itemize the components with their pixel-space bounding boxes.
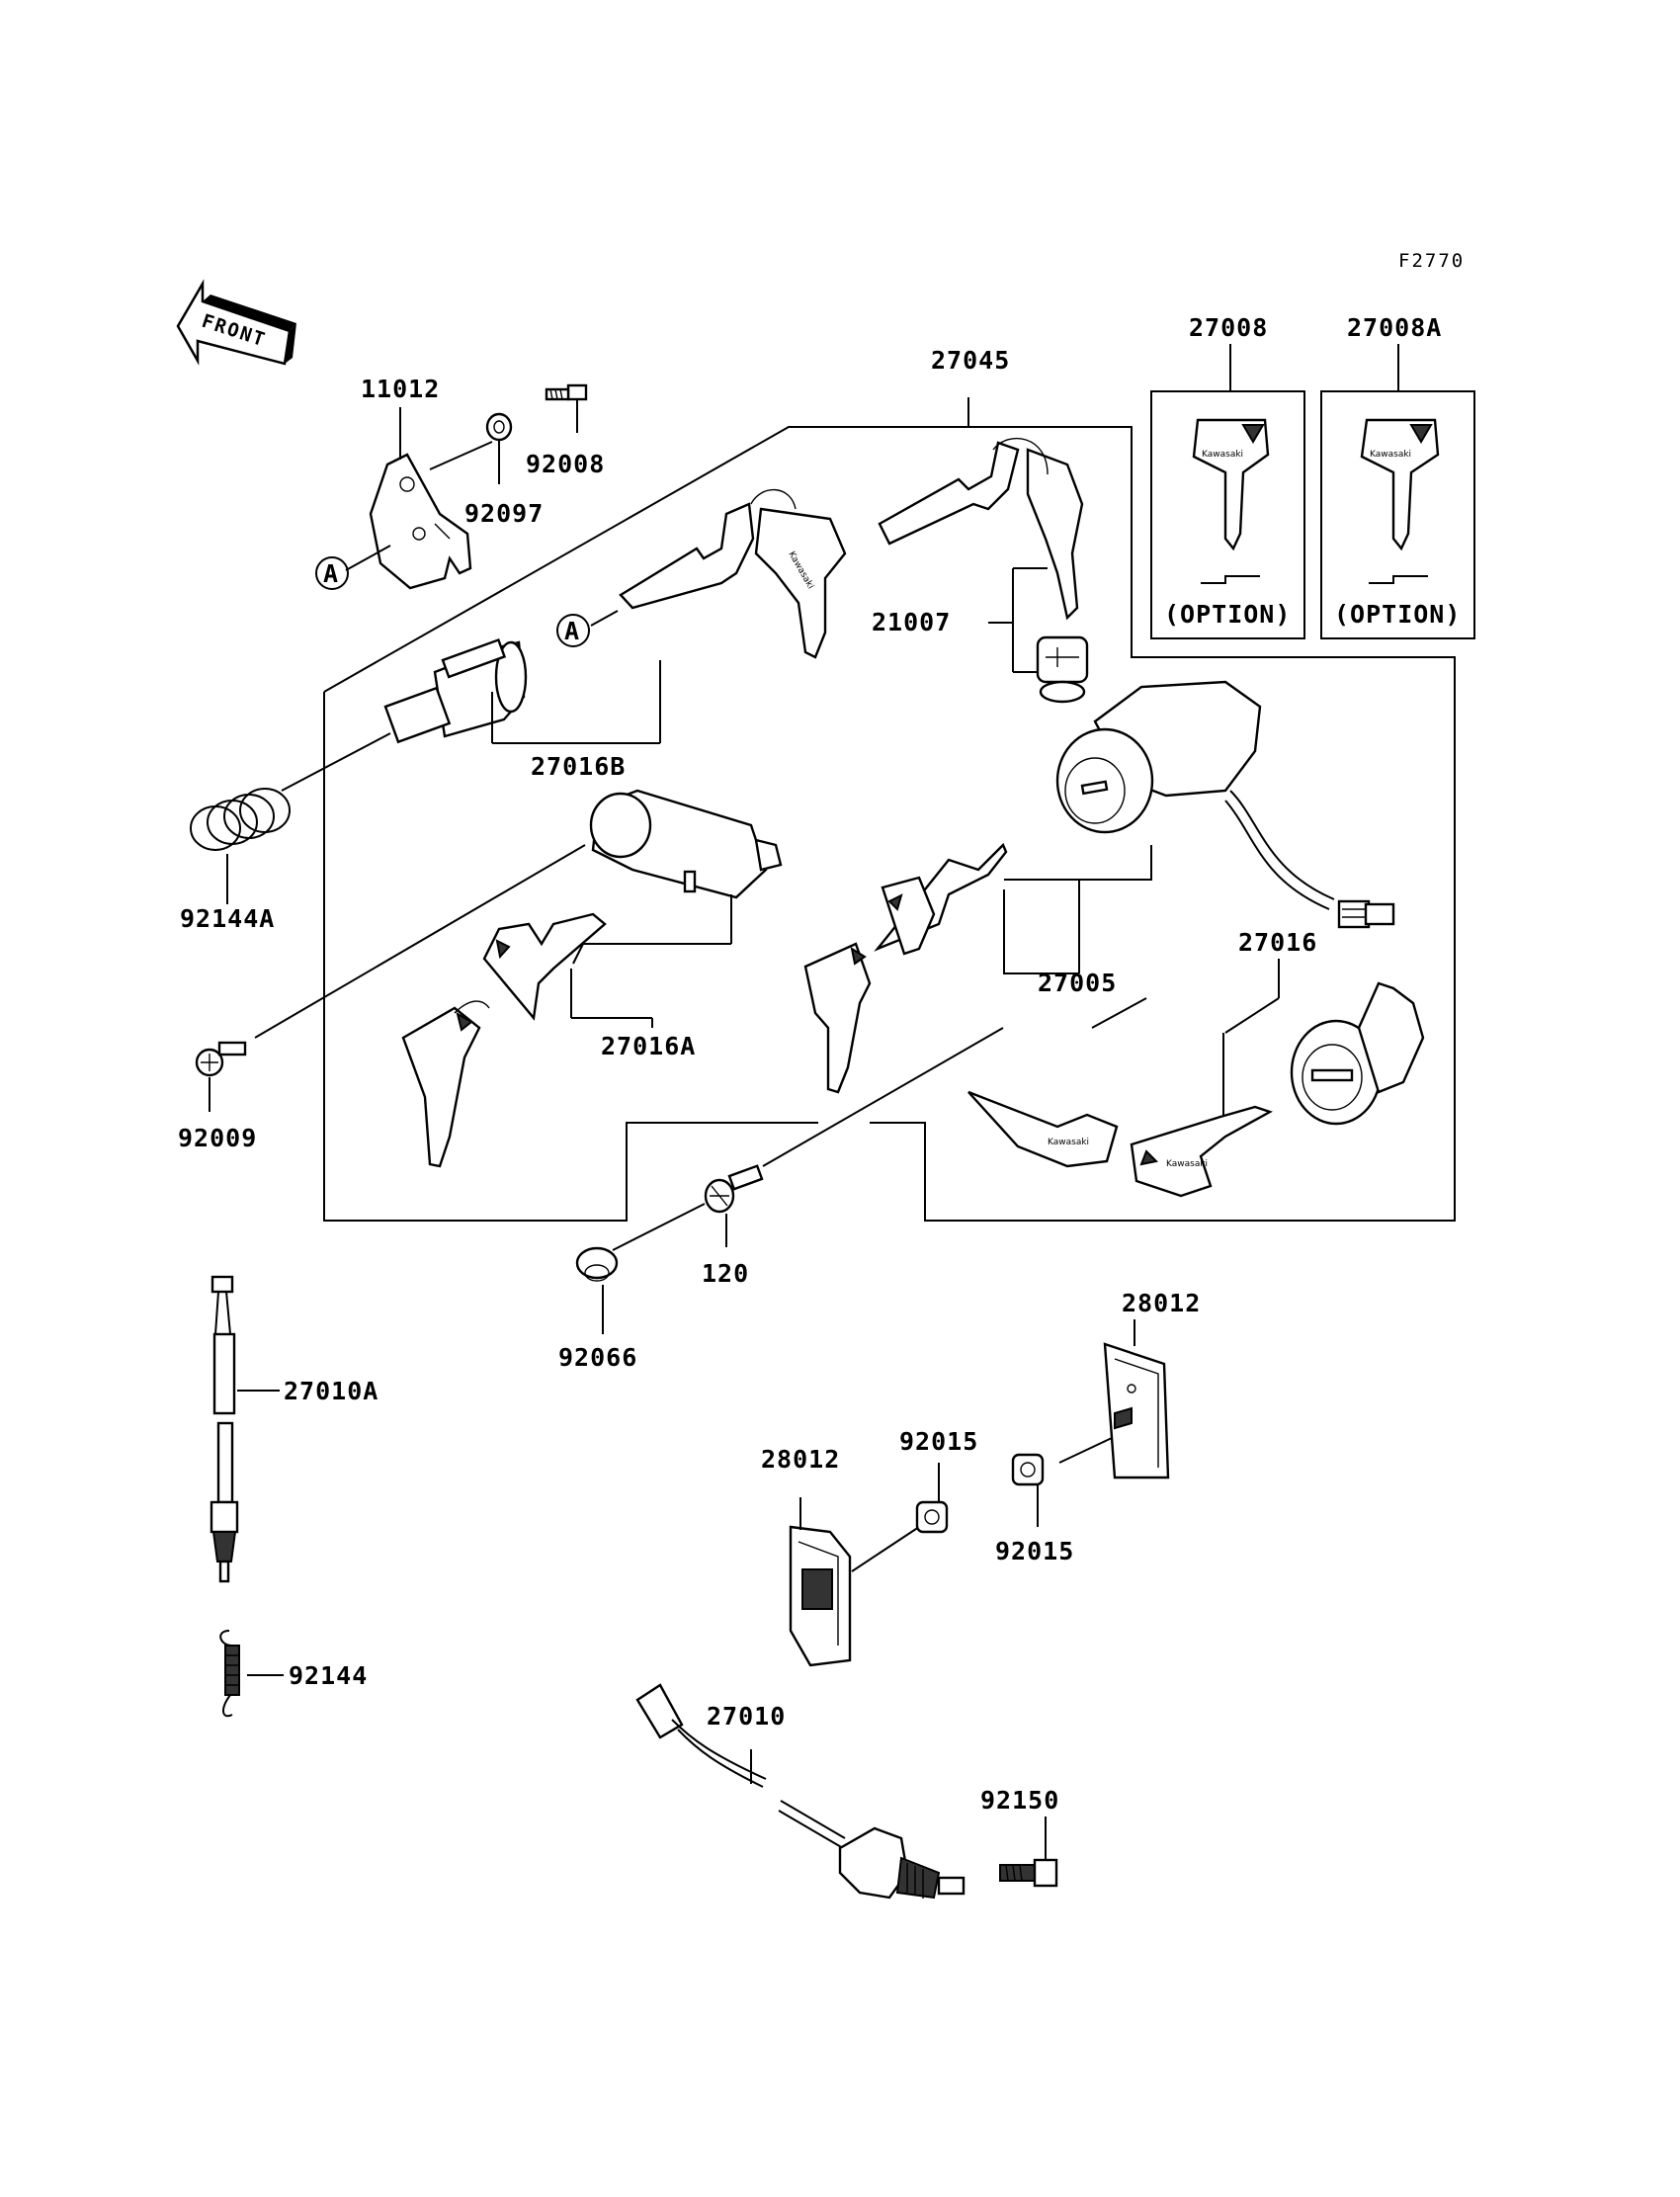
option-box-27008A: Kawasaki <box>1320 344 1475 639</box>
label-27045: 27045 <box>931 346 1010 375</box>
keys-27016B: Kawasaki <box>619 488 847 659</box>
option-label-27008A: (OPTION) <box>1334 600 1461 629</box>
label-27010A: 27010A <box>284 1377 378 1405</box>
callout-a-left: A <box>315 556 349 590</box>
assembly-outline <box>323 426 1456 1222</box>
keys-27045 <box>878 397 1084 673</box>
label-92097: 92097 <box>464 499 544 528</box>
screw-120 <box>612 1027 1004 1251</box>
svg-text:Kawasaki: Kawasaki <box>1048 1138 1089 1147</box>
figure-code: F2770 <box>1398 250 1465 272</box>
label-27008A: 27008A <box>1347 313 1442 342</box>
svg-text:A: A <box>323 559 339 588</box>
label-27008: 27008 <box>1189 313 1268 342</box>
seat-lock-27016A <box>572 789 783 965</box>
cap-21007 <box>988 622 1089 704</box>
label-92144: 92144 <box>289 1661 368 1690</box>
label-92015-top: 92015 <box>899 1427 978 1456</box>
spring-92144A <box>190 732 391 904</box>
front-arrow-icon: FRONT <box>176 279 296 366</box>
bolt-92150 <box>999 1817 1058 1888</box>
plate-28012-right <box>1103 1319 1170 1479</box>
svg-text:Kawasaki: Kawasaki <box>1166 1159 1208 1169</box>
nut-92015-right <box>1011 1437 1113 1527</box>
switch-27010 <box>635 1683 966 1900</box>
cap-92066 <box>575 1246 619 1334</box>
plate-28012-left <box>789 1497 920 1667</box>
option-label-27008: (OPTION) <box>1164 600 1291 629</box>
fuel-lock-27016 <box>1224 959 1425 1126</box>
label-92008: 92008 <box>526 450 605 478</box>
label-21007: 21007 <box>872 608 951 636</box>
screw-92009 <box>195 844 586 1112</box>
svg-text:Kawasaki: Kawasaki <box>1202 450 1243 460</box>
label-28012-left: 28012 <box>761 1445 840 1474</box>
ignition-switch-27005 <box>1003 680 1395 974</box>
label-92144A: 92144A <box>180 904 275 933</box>
label-27016: 27016 <box>1238 928 1317 957</box>
label-27016B: 27016B <box>531 752 626 781</box>
label-27005: 27005 <box>1038 969 1117 997</box>
keys-27005 <box>803 842 1008 1094</box>
label-92015-bottom: 92015 <box>995 1537 1074 1565</box>
label-27016A: 27016A <box>601 1032 696 1060</box>
label-27010: 27010 <box>707 1702 786 1731</box>
keys-27016A <box>401 912 653 1168</box>
label-11012: 11012 <box>361 375 440 403</box>
nut-92015-left <box>915 1463 949 1534</box>
switch-27010A <box>210 1275 280 1583</box>
label-92150: 92150 <box>980 1786 1059 1815</box>
label-92066: 92066 <box>558 1343 637 1372</box>
label-28012-right: 28012 <box>1122 1289 1201 1317</box>
keys-27016: Kawasaki Kawasaki <box>967 1033 1273 1198</box>
svg-text:Kawasaki: Kawasaki <box>1370 450 1411 460</box>
bracket-11012 <box>345 407 493 590</box>
spring-92144 <box>219 1630 284 1718</box>
option-box-27008: Kawasaki <box>1150 344 1305 639</box>
lock-cylinder-27016B <box>383 637 661 744</box>
svg-text:A: A <box>564 617 580 645</box>
washer-92097 <box>485 412 513 484</box>
label-92009: 92009 <box>178 1124 257 1152</box>
bolt-92008 <box>545 383 588 433</box>
label-120: 120 <box>702 1259 749 1288</box>
callout-a-center: A <box>556 610 619 647</box>
